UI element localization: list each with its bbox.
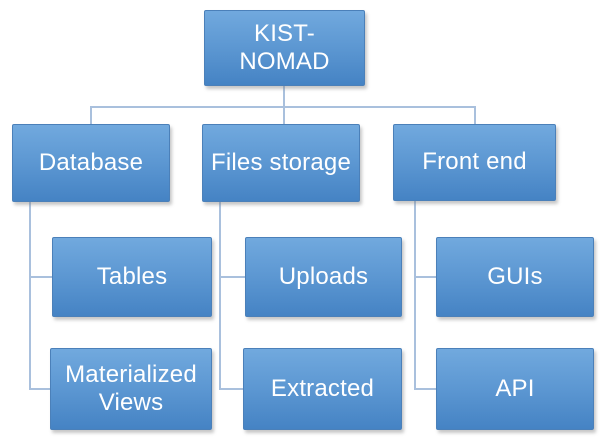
connector-stub-api: [414, 388, 436, 390]
node-front-end: Front end: [393, 124, 556, 201]
connector-hang-files-storage: [219, 202, 221, 390]
connector-hang-front-end: [414, 201, 416, 390]
node-extracted: Extracted: [243, 348, 402, 430]
connector-stub-extracted: [219, 388, 243, 390]
node-kist-nomad: KIST- NOMAD: [204, 10, 365, 86]
connector-drop-database: [90, 106, 92, 124]
node-tables: Tables: [52, 237, 212, 317]
connector-stub-materialized-views: [29, 388, 50, 390]
connector-drop-front-end: [474, 106, 476, 124]
connector-root-drop: [283, 86, 285, 124]
node-guis: GUIs: [436, 237, 594, 317]
node-uploads: Uploads: [245, 237, 402, 317]
node-materialized-views: Materialized Views: [50, 348, 212, 430]
node-database: Database: [12, 124, 170, 202]
connector-stub-tables: [29, 276, 52, 278]
node-files-storage: Files storage: [202, 124, 360, 202]
connector-hang-database: [29, 202, 31, 390]
connector-rail: [90, 106, 476, 108]
node-api: API: [436, 348, 594, 430]
connector-stub-uploads: [219, 276, 245, 278]
connector-stub-guis: [414, 276, 436, 278]
